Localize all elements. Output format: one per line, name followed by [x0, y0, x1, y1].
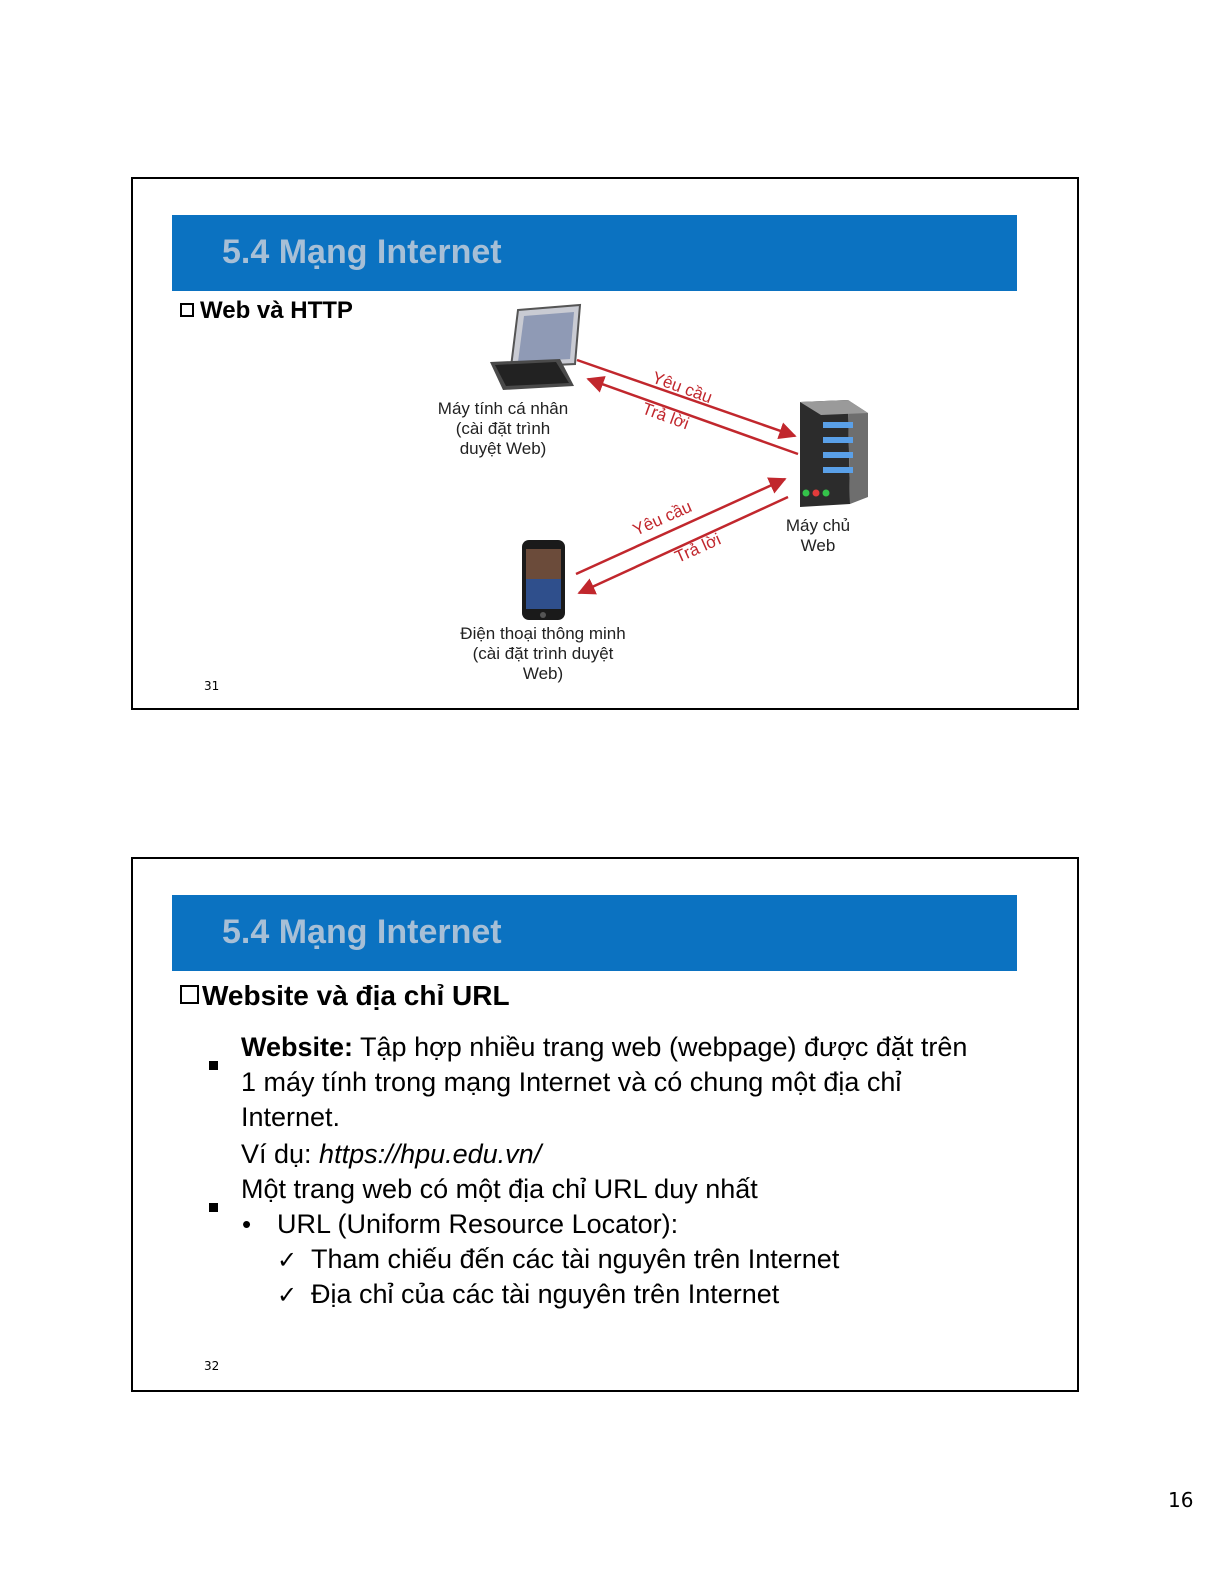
sub-list-item: URL (Uniform Resource Locator):: [277, 1209, 679, 1239]
request-label-phone: Yêu cầu: [630, 497, 695, 540]
request-arrow-phone: [575, 477, 787, 576]
slide-title: 5.4 Mạng Internet: [222, 233, 502, 271]
page-number: 16: [1168, 1488, 1194, 1512]
request-arrow-pc: [576, 358, 797, 440]
response-arrow-phone: [577, 495, 789, 595]
checkmark-icon: ✓: [277, 1281, 298, 1309]
sub-sub-list-item: Tham chiếu đến các tài nguyên trên Inter…: [311, 1244, 840, 1274]
response-arrow-pc: [586, 376, 799, 456]
bullet-square-icon: [209, 1186, 218, 1221]
phone-label: Điện thoại thông minh (cài đặt trình duy…: [460, 624, 626, 683]
slide-number: 31: [204, 679, 220, 693]
list-item: Một trang web có một địa chỉ URL duy nhấ…: [241, 1174, 758, 1204]
list-item-continuation: Internet.: [241, 1102, 341, 1132]
checkmark-icon: ✓: [277, 1246, 298, 1274]
checkbox-bullet-icon: [180, 985, 199, 1005]
example-line: Ví dụ: https://hpu.edu.vn/: [241, 1139, 542, 1169]
list-item-continuation: 1 máy tính trong mạng Internet và có chu…: [241, 1067, 902, 1097]
smartphone-icon: [522, 540, 565, 620]
web-server-icon: [800, 400, 868, 507]
slide-number: 32: [204, 1359, 220, 1373]
title-bar: 5.4 Mạng Internet: [172, 895, 1017, 971]
web-http-diagram: Yêu cầu Trả lời Yêu cầu Trả lời: [490, 303, 868, 620]
bullet-square-icon: [209, 1044, 218, 1079]
server-label: Máy chủ Web: [785, 516, 851, 555]
list-item: Website: Tập hợp nhiều trang web (webpag…: [241, 1032, 968, 1062]
sub-sub-list-item: Địa chỉ của các tài nguyên trên Internet: [311, 1279, 780, 1309]
checkbox-bullet-icon: [180, 302, 194, 317]
section-heading-text: Website và địa chỉ URL: [202, 980, 510, 1011]
pc-label: Máy tính cá nhân (cài đặt trình duyệt We…: [437, 399, 569, 458]
section-heading: Website và địa chỉ URL: [180, 980, 510, 1012]
desktop-computer-icon: [490, 303, 582, 390]
section-heading-text: Web và HTTP: [200, 297, 353, 324]
title-bar: 5.4 Mạng Internet: [172, 215, 1017, 291]
slide-title: 5.4 Mạng Internet: [222, 913, 502, 951]
response-label-phone: Trả lời: [672, 530, 724, 567]
request-label-pc: Yêu cầu: [650, 368, 715, 407]
section-heading: Web và HTTP: [180, 297, 353, 325]
response-label-pc: Trả lời: [640, 399, 692, 433]
slide-31: 5.4 Mạng Internet Web và HTTP: [131, 177, 1079, 710]
bullet-dot-icon: •: [242, 1209, 252, 1239]
slide-32: 5.4 Mạng Internet Website và địa chỉ URL…: [131, 857, 1079, 1392]
